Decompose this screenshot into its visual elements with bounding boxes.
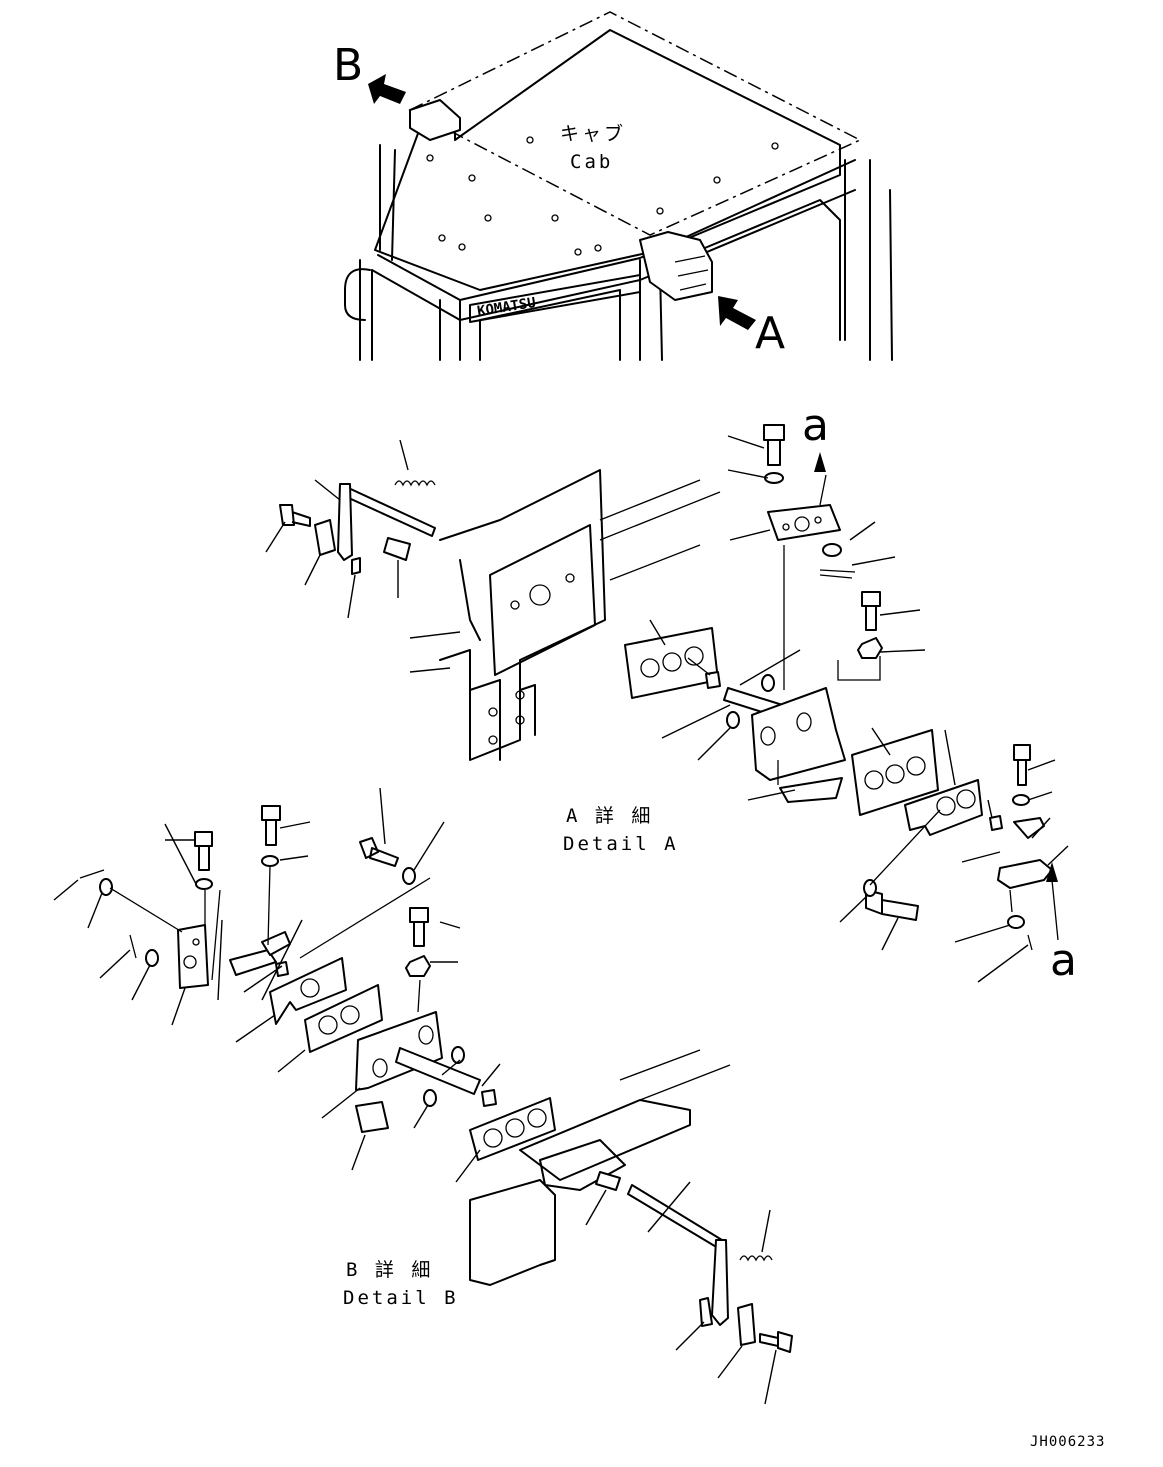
leader-lines: [53, 787, 777, 1405]
washer-icon: [99, 878, 113, 896]
arrow-icon: [814, 452, 826, 472]
detail-b-label-en: Detail B: [343, 1287, 459, 1309]
roof-bolts: [426, 136, 779, 256]
detail-b: B 詳 細 Detail B: [53, 787, 793, 1405]
bolt-icon: [759, 1331, 793, 1353]
bolt-icon: [194, 831, 213, 871]
washer-icon: [145, 949, 159, 967]
washer-icon: [195, 878, 213, 890]
bolt-icon: [359, 837, 399, 867]
shim-plate: [469, 1097, 556, 1161]
shim-plate: [851, 729, 939, 816]
latch-rod: [339, 484, 436, 537]
shim-plate: [269, 957, 347, 1025]
arrow-icon: [368, 74, 406, 104]
detail-a-label-en: Detail A: [563, 833, 679, 855]
cab-label-en: Cab: [570, 151, 613, 173]
bolt-icon: [1013, 744, 1031, 786]
bolt-icon: [261, 805, 281, 846]
detail-a-label-jp: A 詳 細: [566, 805, 653, 827]
shim-plate: [904, 779, 983, 836]
leader-lines: [265, 435, 1069, 983]
washer-icon: [822, 543, 842, 557]
bolt-icon: [861, 591, 881, 631]
drawing-code: JH006233: [1030, 1434, 1105, 1450]
callout-b: B: [333, 40, 363, 91]
cotter-pin-icon: [1027, 934, 1033, 951]
nut-icon: [857, 637, 883, 659]
shim-plate: [624, 627, 719, 699]
spring-icon: [394, 480, 436, 487]
washer-icon: [402, 867, 416, 885]
cab-label-jp: キャブ: [560, 122, 626, 145]
washer-icon: [261, 855, 279, 867]
cotter-pin-icon: [79, 869, 105, 879]
spring-icon: [739, 1255, 773, 1262]
ref-a-lower: a: [1050, 935, 1077, 986]
bolt-icon: [409, 907, 429, 947]
detail-b-label-jp: B 詳 細: [346, 1259, 433, 1281]
bolt-icon: [763, 424, 785, 466]
arrow-icon: [718, 296, 756, 330]
nut-icon: [405, 955, 431, 977]
arrow-icon: [1046, 862, 1058, 882]
detail-a: a a A 詳 細 Detail A: [265, 400, 1077, 986]
bolt-icon: [279, 504, 311, 527]
cab-overview: KOMATSU キャブ Cab B A: [333, 11, 893, 361]
callout-a: A: [755, 308, 785, 359]
shim-plate: [304, 984, 383, 1053]
washer-icon: [1007, 915, 1025, 929]
cotter-pin-icon: [129, 934, 137, 959]
washer-icon: [1012, 794, 1030, 806]
ref-a-upper: a: [802, 400, 829, 451]
bolt-icon: [865, 889, 919, 921]
washer-icon: [863, 879, 877, 897]
latch-bracket: [751, 687, 846, 781]
latch-rod: [627, 1184, 723, 1249]
cotter-pin-icon: [819, 569, 856, 579]
